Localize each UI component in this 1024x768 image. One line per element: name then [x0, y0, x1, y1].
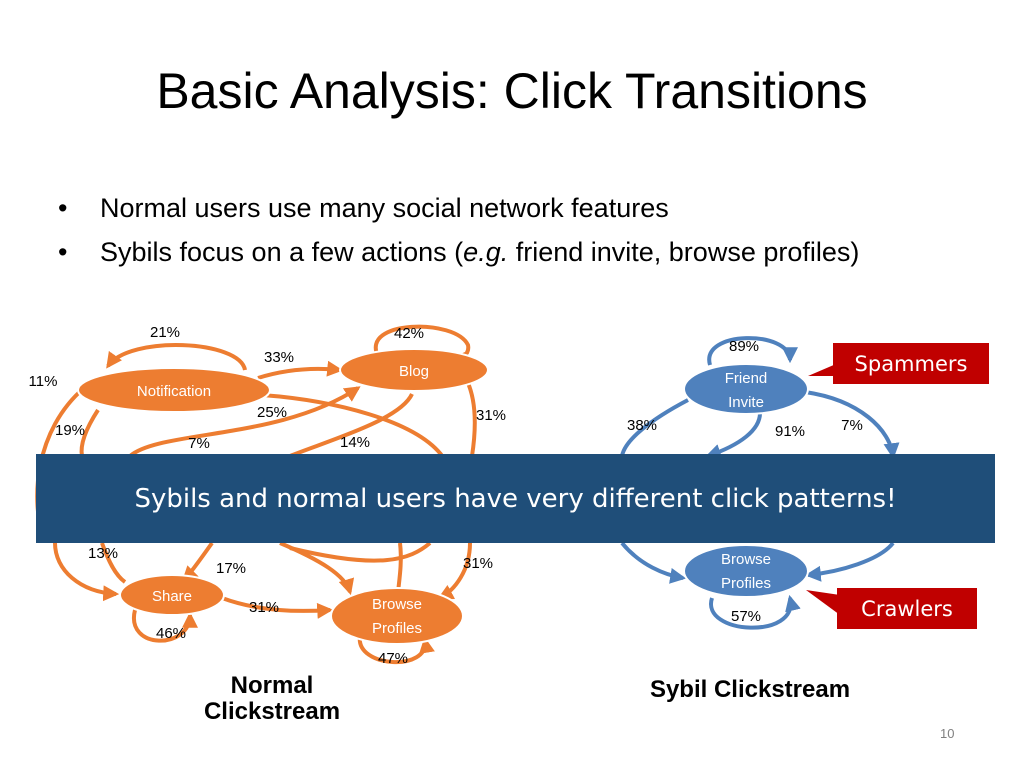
edge-notification-to-blog: [257, 360, 344, 380]
node-blog: Blog: [339, 348, 489, 392]
bullet-item: • Sybils focus on a few actions (e.g. fr…: [58, 230, 859, 274]
edge-label: 33%: [264, 349, 294, 366]
callout-crawlers-label: Crawlers: [861, 597, 953, 621]
edge-label: 7%: [188, 435, 210, 452]
edge-notification-to-browse: [261, 393, 447, 462]
node-friend-label-line1: Friend: [725, 370, 768, 387]
node-browse-profiles-normal: Browse Profiles: [330, 587, 464, 645]
edge-label: 19%: [55, 422, 85, 439]
edge-label: 91%: [775, 423, 805, 440]
normal-edge-labels: 21% 33% 11% 25% 19% 7% 42% 31% 14% 13% 1…: [29, 324, 506, 667]
node-share-label: Share: [152, 588, 192, 605]
node-notification: Notification: [77, 367, 271, 413]
edge-friend-to-browse: [704, 412, 762, 460]
edge-label: 25%: [257, 404, 287, 421]
edge-label: 31%: [463, 555, 493, 572]
edge-left-to-browse: [620, 541, 687, 584]
normal-caption-line2: Clickstream: [203, 698, 341, 725]
node-browse-profiles-sybil: Browse Profiles: [683, 544, 809, 598]
node-notification-label: Notification: [137, 383, 211, 400]
edge-label: 89%: [729, 338, 759, 355]
edge-left-inner: [79, 408, 100, 457]
bullet-dot-icon: •: [58, 192, 68, 223]
edge-mid-to-share: [181, 541, 214, 583]
edge-label: 13%: [88, 545, 118, 562]
edge-label: 31%: [476, 407, 506, 424]
edge-label: 11%: [29, 373, 58, 390]
edge-friend-self: [707, 336, 798, 366]
edge-browse-self: [709, 594, 801, 630]
callout-spammers-label: Spammers: [855, 352, 968, 376]
bullet-dot-icon: •: [58, 236, 68, 267]
edge-label: 7%: [841, 417, 863, 434]
edge-label: 31%: [249, 599, 279, 616]
conclusion-banner: Sybils and normal users have very differ…: [36, 454, 995, 543]
edge-to-browse-mid: [279, 541, 355, 596]
edge-browse-up: [396, 542, 403, 593]
edge-label: 17%: [216, 560, 246, 577]
bullet-text: Sybils focus on a few actions (e.g. frie…: [100, 237, 859, 268]
slide-title: Basic Analysis: Click Transitions: [156, 63, 868, 119]
edge-label: 21%: [150, 324, 180, 341]
node-browse-label-line1: Browse: [372, 596, 422, 613]
edge-label: 38%: [627, 417, 657, 434]
edge-friend-right: [804, 390, 900, 460]
edge-label: 42%: [394, 325, 424, 342]
edge-mid-to-blog: [128, 386, 361, 458]
node-browse-label-line2: Profiles: [372, 620, 422, 637]
node-sybil-browse-label-line2: Profiles: [721, 575, 771, 592]
edge-notification-self: [106, 343, 247, 371]
edge-share-to-browse: [221, 596, 334, 619]
edge-label: 47%: [378, 650, 408, 667]
page-number: 10: [940, 726, 955, 741]
edge-share-self: [131, 609, 198, 643]
edge-blog-to-mid: [289, 392, 414, 458]
edge-right-to-browse: [804, 541, 895, 582]
bullet-item: • Normal users use many social network f…: [58, 186, 859, 230]
node-friend-invite: Friend Invite: [683, 363, 809, 415]
edge-label: 14%: [340, 434, 370, 451]
edge-label: 57%: [731, 608, 761, 625]
edge-browse-self: [357, 635, 435, 664]
edge-label: 46%: [156, 625, 186, 642]
bullet-text-emphasis: e.g.: [463, 236, 509, 267]
node-friend-label-line2: Invite: [728, 394, 764, 411]
normal-caption: Normal Clickstream: [192, 673, 352, 725]
edge-browse-to-mid: [289, 541, 432, 563]
bullet-list: • Normal users use many social network f…: [58, 186, 859, 274]
edge-lower-left-to-share: [53, 542, 120, 602]
sybil-edges: [620, 336, 900, 630]
callout-crawlers: Crawlers: [806, 588, 977, 629]
bullet-text-part: friend invite, browse profiles): [508, 236, 860, 267]
node-share: Share: [119, 574, 225, 616]
sybil-caption: Sybil Clickstream: [649, 676, 851, 703]
normal-caption-line1: Normal: [230, 672, 314, 699]
node-blog-label: Blog: [399, 363, 429, 380]
sybil-edge-labels: 89% 38% 91% 7% 57%: [627, 338, 863, 625]
node-sybil-browse-label-line1: Browse: [721, 551, 771, 568]
edge-to-share-inner: [100, 542, 127, 584]
callout-spammers: Spammers: [808, 343, 989, 384]
edge-friend-left: [620, 398, 689, 457]
bullet-text-part: Sybils focus on a few actions (: [100, 236, 464, 267]
bullet-text: Normal users use many social network fea…: [100, 192, 669, 223]
